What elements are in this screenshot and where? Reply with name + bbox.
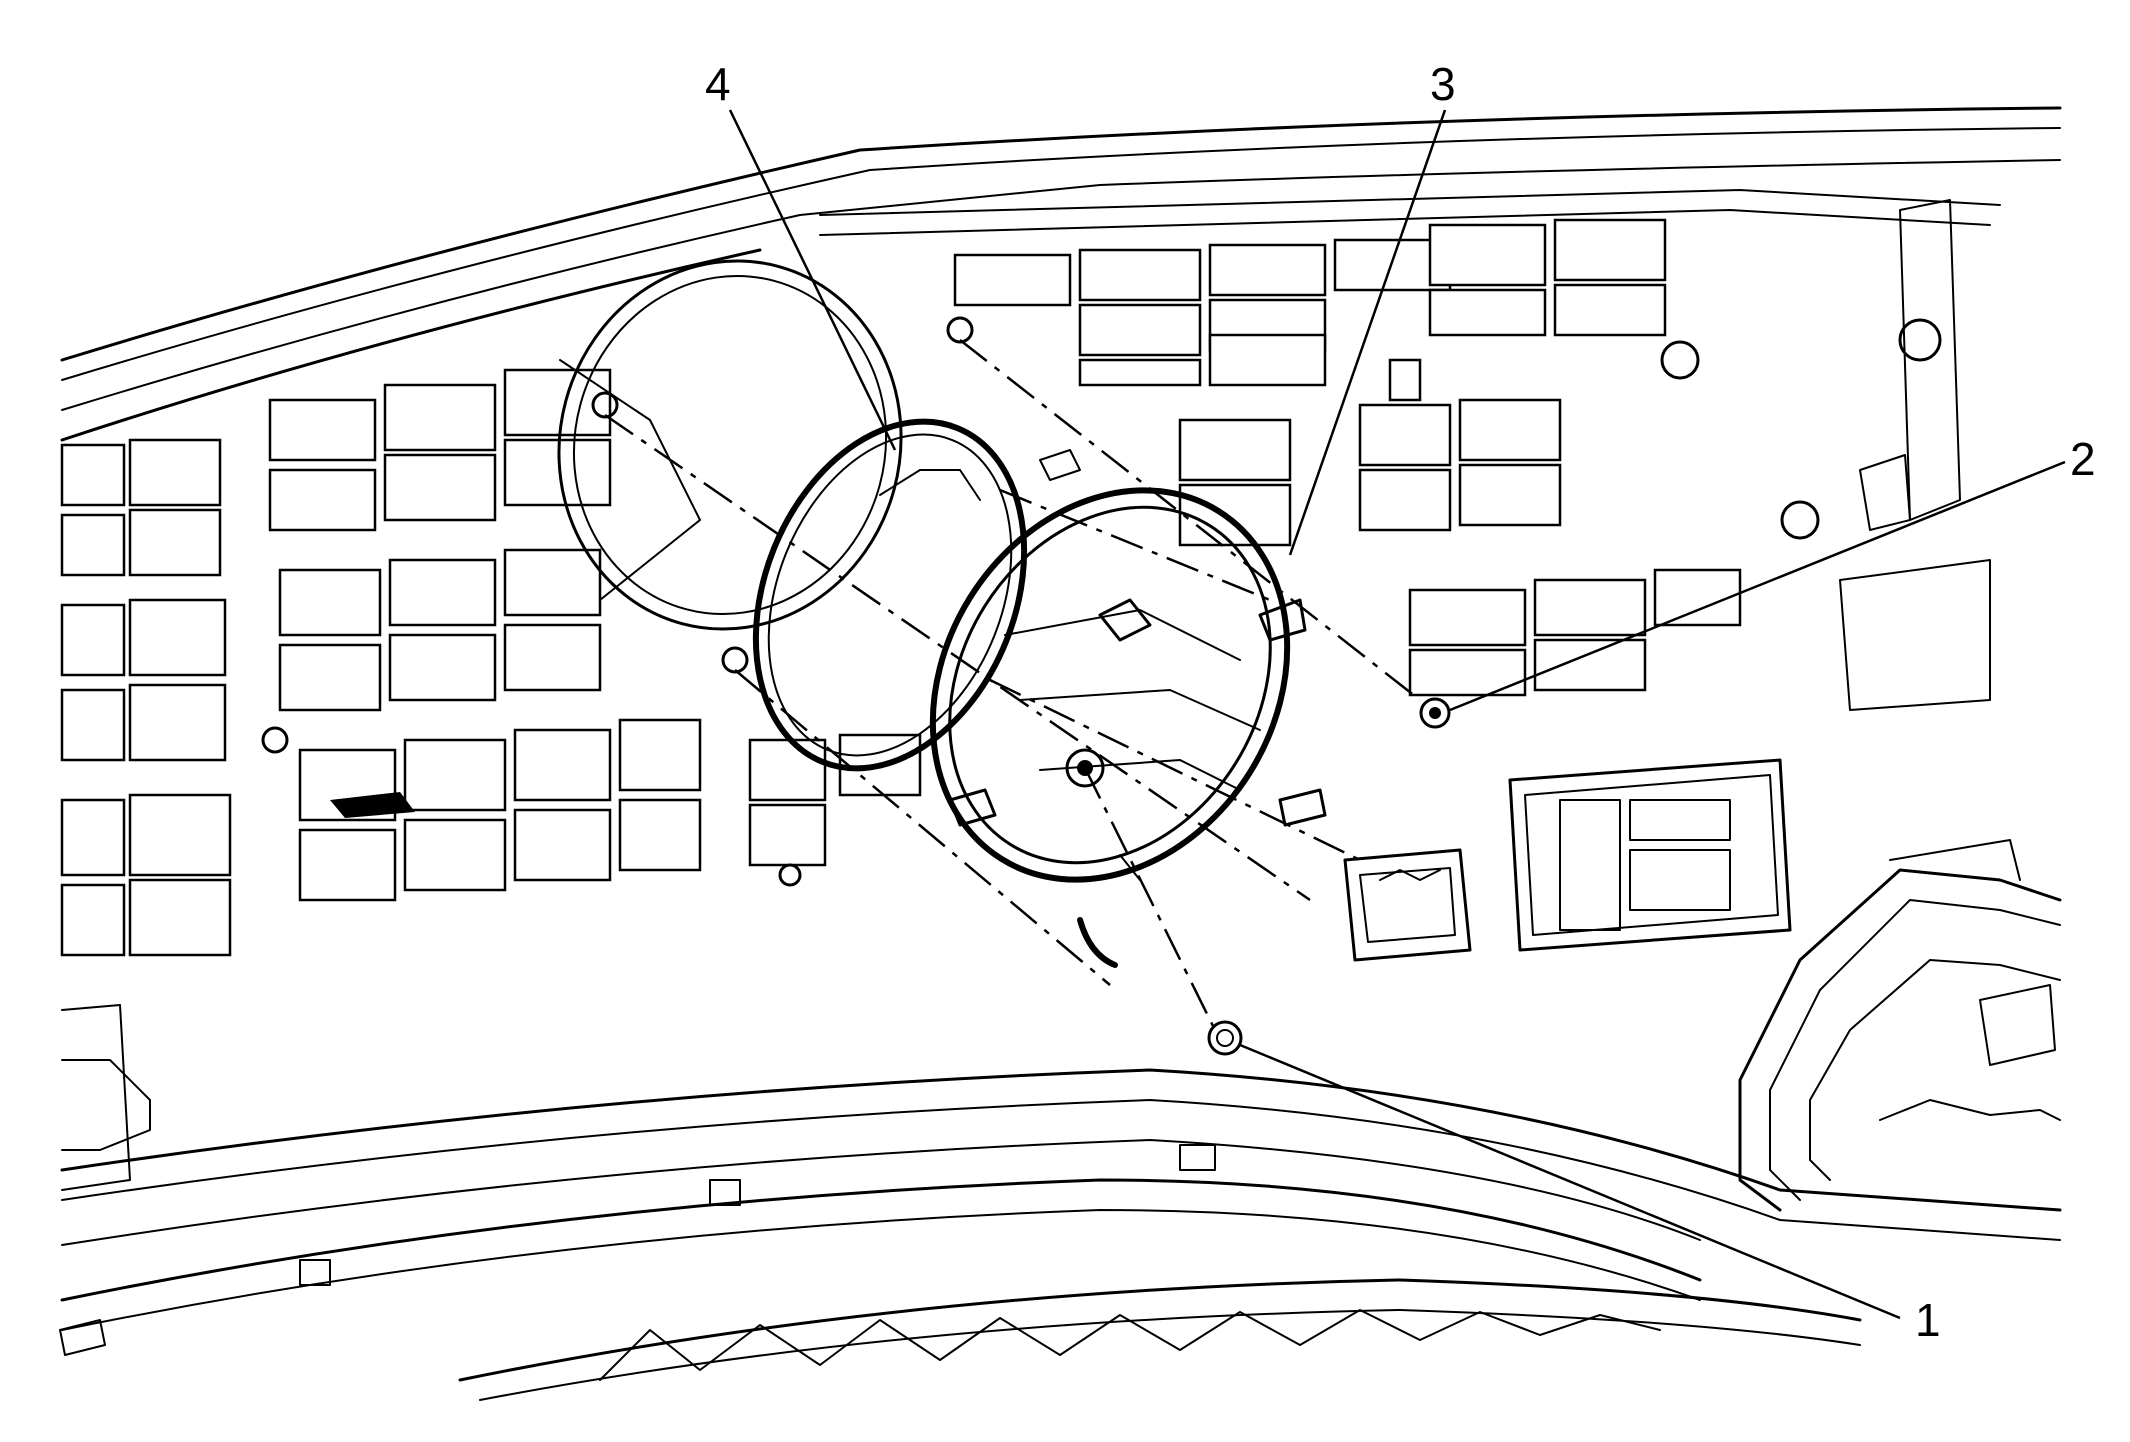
leader-1 [1239, 1043, 1901, 1320]
leader-4 [728, 109, 897, 451]
grille-cells-right [953, 199, 1961, 697]
callout-leaders [728, 109, 2066, 1320]
callout-3: 3 [1430, 58, 1456, 110]
camera-bezel [752, 418, 1081, 772]
fastener-nut-2 [1419, 697, 1451, 729]
fasteners [261, 316, 1451, 1056]
callout-4: 4 [705, 58, 731, 110]
assembly-lines [604, 339, 1421, 1031]
camera-opening [557, 259, 903, 631]
leader-2 [1449, 460, 2066, 712]
leader-3 [1288, 109, 1447, 556]
camera-module [1343, 758, 1792, 962]
callout-labels: 1 2 3 4 [705, 58, 2096, 1346]
callout-2: 2 [2070, 433, 2096, 485]
upper-grille-frame [60, 106, 2062, 442]
fastener-bolt-1 [1207, 1020, 1243, 1056]
lower-fascia [59, 1004, 2062, 1401]
grille-cells-left [60, 368, 922, 957]
camera-bracket [929, 487, 1327, 968]
callout-1: 1 [1915, 1294, 1941, 1346]
right-fascia [1738, 559, 2062, 1212]
